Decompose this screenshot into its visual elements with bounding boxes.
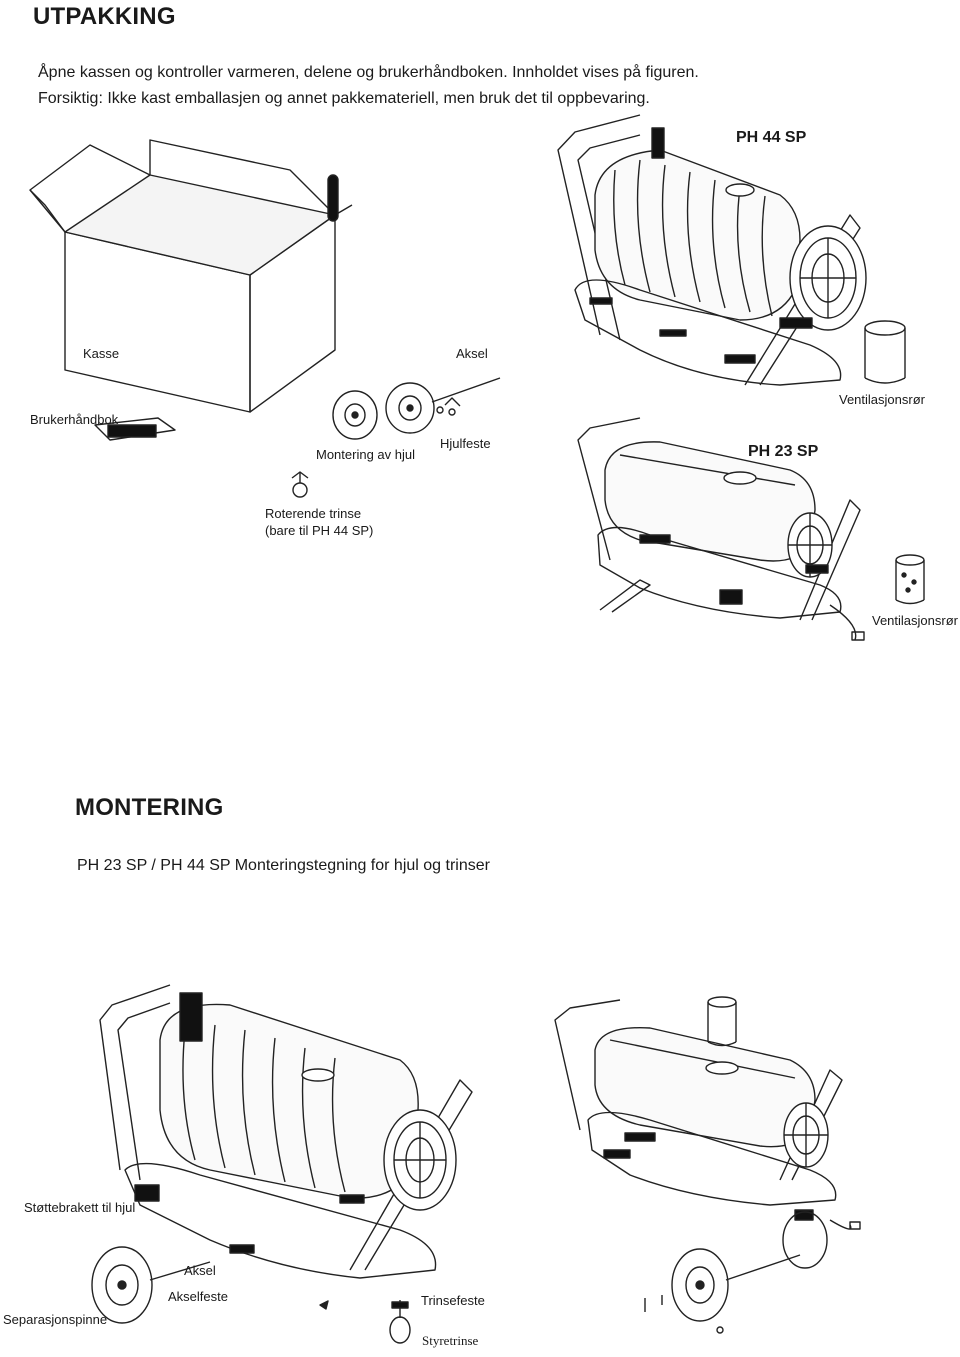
label-assembly-axle: Aksel — [184, 1263, 216, 1278]
assembly-subtitle: PH 23 SP / PH 44 SP Monteringstegning fo… — [77, 857, 490, 874]
unpacking-title: UTPAKKING — [33, 3, 176, 30]
unpacking-caution-line: Forsiktig: Ikke kast emballasjen og anne… — [38, 90, 650, 107]
label-caster-mount: Trinsefeste — [421, 1293, 485, 1308]
label-manual: Brukerhåndbok — [30, 412, 119, 427]
label-wheel-support-bracket: Støttebrakett til hjul — [24, 1200, 136, 1215]
model-label-ph23: PH 23 SP — [748, 443, 819, 460]
label-axle: Aksel — [456, 346, 488, 361]
assembly-right-heater-illustration — [554, 996, 861, 1334]
ph23-heater-illustration — [577, 417, 865, 641]
model-label-ph44: PH 44 SP — [736, 129, 807, 146]
vent-pipe-large-illustration — [864, 320, 906, 384]
wheels-illustration — [291, 377, 501, 498]
label-split-pin: Separasjonspinne — [3, 1312, 108, 1327]
vent-pipe-small-illustration — [895, 554, 925, 605]
label-wheel-mounting: Montering av hjul — [316, 447, 415, 462]
assembly-left-heater-illustration — [91, 984, 473, 1344]
label-caster: Styretrinse — [422, 1333, 479, 1348]
manual-illustration — [94, 417, 176, 441]
label-vent-pipe-small: Ventilasjonsrør — [872, 613, 958, 628]
label-box: Kasse — [83, 346, 120, 361]
unpacking-intro-line: Åpne kassen og kontroller varmeren, dele… — [38, 64, 699, 81]
label-swivel-caster-note: (bare til PH 44 SP) — [265, 523, 374, 538]
label-vent-pipe-large: Ventilasjonsrør — [839, 392, 925, 407]
label-axle-mount: Akselfeste — [168, 1289, 228, 1304]
ph44-heater-illustration — [557, 114, 867, 386]
assembly-title: MONTERING — [75, 794, 224, 821]
label-wheel-bracket: Hjulfeste — [440, 436, 491, 451]
label-swivel-caster: Roterende trinse — [265, 506, 362, 521]
box-illustration — [29, 139, 353, 413]
